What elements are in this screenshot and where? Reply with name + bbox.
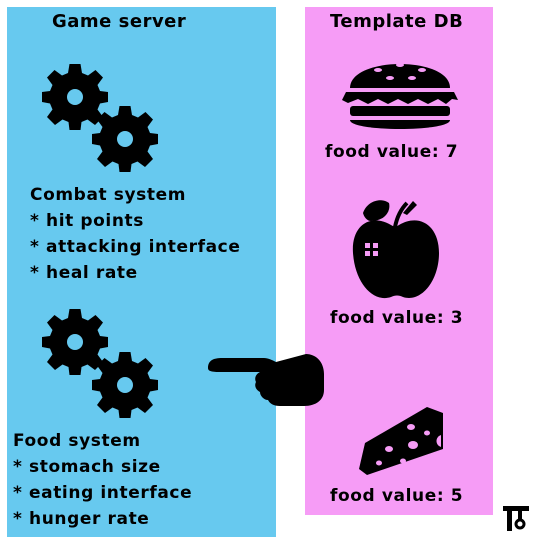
- logo-icon: [503, 506, 529, 531]
- gear-icon: [42, 64, 108, 130]
- combat-system-item: * heal rate: [30, 263, 138, 283]
- food-value-label: food value: 5: [330, 486, 464, 506]
- combat-system-item: * hit points: [30, 211, 145, 231]
- food-system-item: * stomach size: [13, 457, 161, 477]
- gear-icon: [92, 106, 158, 172]
- combat-system-item: * attacking interface: [30, 237, 241, 257]
- food-system-heading: Food system: [13, 431, 141, 451]
- combat-system-heading: Combat system: [30, 185, 187, 205]
- game-server-title: Game server: [52, 11, 187, 32]
- pointing-hand-icon: [208, 354, 324, 406]
- food-system-block: Food system * stomach size * eating inte…: [13, 428, 192, 532]
- cheese-icon: [359, 407, 443, 475]
- burger-icon: [342, 63, 458, 129]
- food-value-label: food value: 7: [325, 142, 459, 162]
- gear-icon: [92, 352, 158, 418]
- food-system-item: * hunger rate: [13, 509, 150, 529]
- food-value-label: food value: 3: [330, 308, 464, 328]
- gear-icon: [42, 309, 108, 375]
- template-db-title: Template DB: [330, 11, 464, 32]
- food-system-item: * eating interface: [13, 483, 193, 503]
- combat-system-block: Combat system * hit points * attacking i…: [30, 182, 240, 286]
- apple-icon: [352, 200, 439, 299]
